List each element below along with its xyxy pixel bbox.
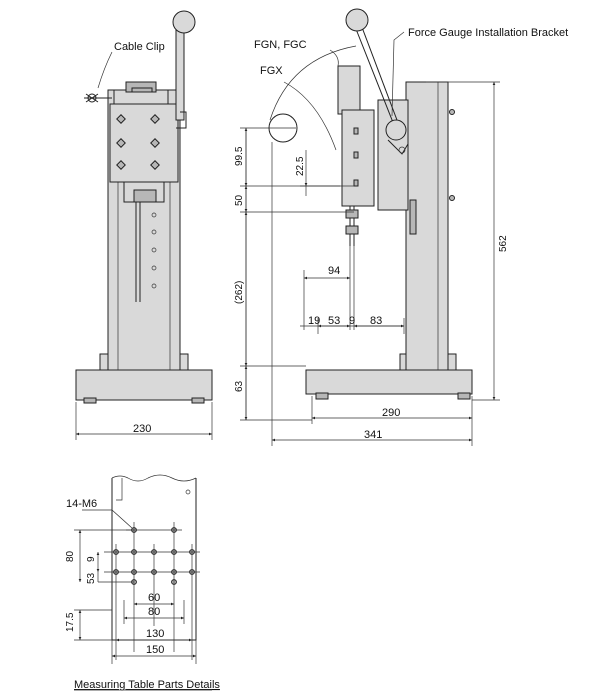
side-handle-knob [345,8,369,32]
front-view [75,10,213,440]
t17-5-label: 17.5 [65,612,76,632]
side-base [305,369,473,395]
t9v-label: 9 [86,556,97,562]
table-caption: Measuring Table Parts Details [74,679,220,691]
holes-label: 14-M6 [66,498,97,510]
side-lever [353,23,397,131]
dim-50-label: 50 [234,194,245,206]
dim-290-label: 290 [382,407,400,419]
dim-94-label: 94 [328,265,340,277]
front-base [75,369,213,401]
front-width-label: 230 [133,423,151,435]
front-bolt-right [179,353,189,371]
front-bolt-left [99,353,109,371]
t60-label: 60 [148,592,160,604]
dim-83-label: 83 [370,315,382,327]
dim-341-label: 341 [364,429,382,441]
t130-label: 130 [146,628,164,640]
dim-99-5-label: 99.5 [234,146,245,166]
fgx-leader [283,81,337,151]
t150-label: 150 [146,644,164,656]
dim-19-label: 19 [308,315,320,327]
cable-clip-label: Cable Clip [114,41,165,53]
side-gauge-top [337,65,361,115]
cable-clip-icon [84,93,100,103]
t80-label: 80 [148,606,160,618]
side-slider-block [377,99,409,211]
dim-22-5-label: 22.5 [295,156,306,176]
dim-9-label: 9 [349,315,355,327]
dim-562-label: 562 [498,235,509,252]
holes-leader [82,509,133,529]
t80v-label: 80 [65,550,76,562]
bracket-leader [391,31,405,117]
front-handle-rod [175,29,185,121]
front-handle-knob [172,10,196,34]
t53v-label: 53 [86,572,97,584]
cable-clip-leader [97,51,113,89]
fgx-label: FGX [260,65,283,77]
front-foot-left [83,397,97,404]
fgn-arc [269,45,357,121]
bracket-label: Force Gauge Installation Bracket [408,27,568,39]
dim-262-label: (262) [234,281,245,304]
side-view [240,8,500,446]
fgn-fgc-label: FGN, FGC [254,39,307,51]
table-detail [74,474,200,664]
front-foot-right [191,397,205,404]
dim-63-label: 63 [234,380,245,392]
dim-53-label: 53 [328,315,340,327]
